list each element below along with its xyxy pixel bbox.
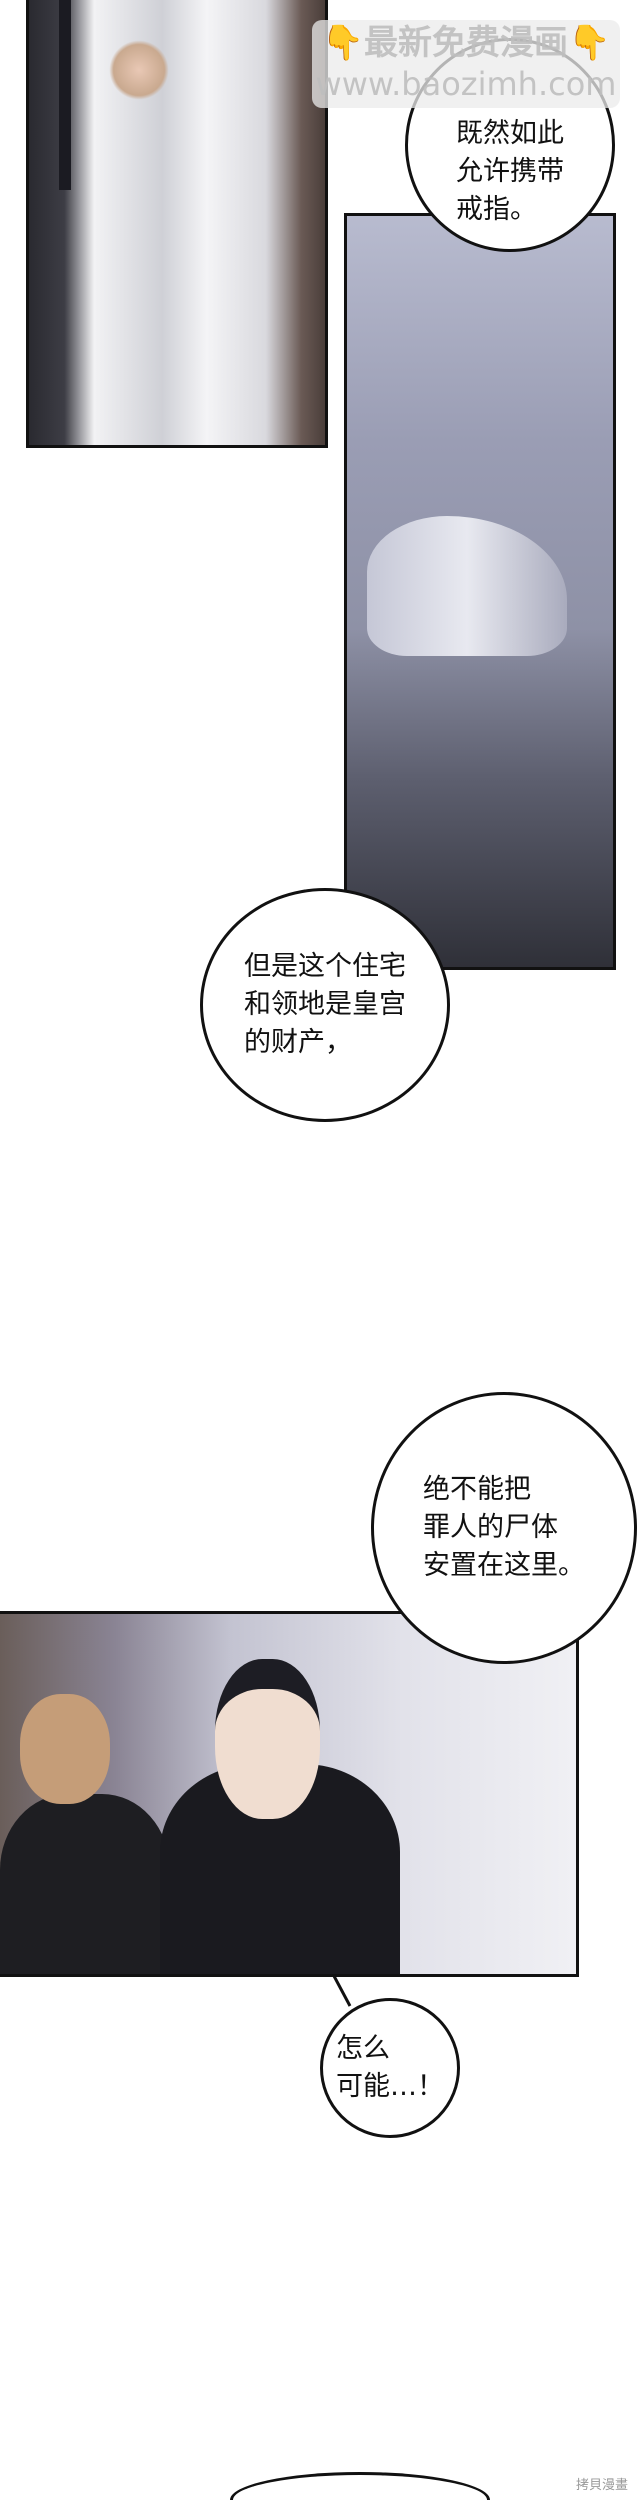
watermark-bottom: 拷貝漫畫 [575, 2478, 628, 2493]
speech-bubble: 怎么可能…！ [320, 1998, 460, 2138]
pointing-down-hand-icon: 👇 [568, 23, 611, 63]
panel-boot [344, 213, 616, 970]
speech-bubble: 但是这个住宅和领地是皇宫的财产， [200, 888, 450, 1122]
watermark-banner[interactable]: 👇最新免费漫画👇 www.baozimh.com [312, 20, 620, 108]
bubble-text: 绝不能把 [423, 1474, 531, 1505]
bubble-text: 允许携带 [456, 156, 564, 187]
panel-white-suit [26, 0, 328, 448]
bubble-text: 但是这个住宅 [244, 951, 406, 982]
panel-characters [0, 1611, 579, 1977]
bubble-text: 安置在这里。 [423, 1550, 585, 1581]
bubble-text: 既然如此 [456, 118, 564, 149]
bubble-text: 和领地是皇宫 [244, 989, 406, 1020]
speech-bubble: 绝不能把罪人的尸体安置在这里。 [371, 1392, 637, 1664]
bubble-text: 可能…！ [336, 2071, 444, 2102]
bubble-text: 戒指。 [456, 194, 537, 225]
watermark-url: www.baozimh.com [315, 65, 617, 103]
watermark-title: 最新免费漫画 [364, 23, 568, 63]
bubble-text: 罪人的尸体 [423, 1512, 558, 1543]
speech-bubble-partial [230, 2472, 490, 2500]
bubble-text: 怎么 [336, 2033, 390, 2064]
bubble-tail [332, 1976, 352, 2007]
bubble-text: 的财产， [244, 1027, 352, 1058]
pointing-down-hand-icon: 👇 [321, 23, 364, 63]
